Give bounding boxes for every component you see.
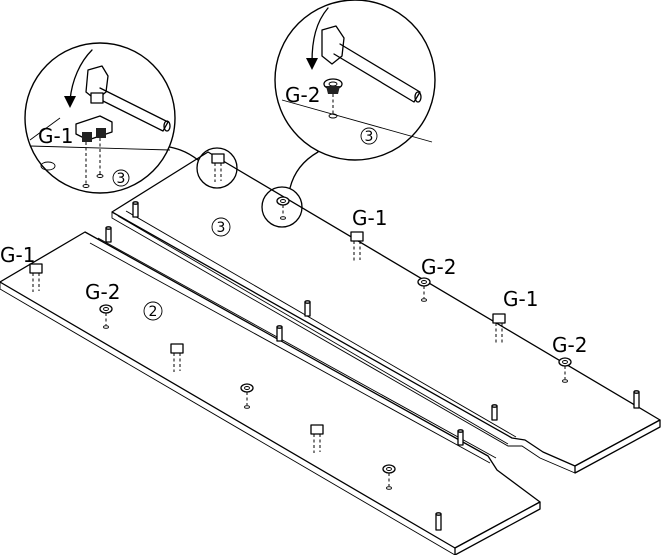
g2-cap [382,464,396,490]
callout-g2-detail [274,0,436,161]
callout-leader-right [289,151,319,189]
label-g2: G-2 [85,280,120,304]
dowel [304,300,311,317]
g2-cap [417,277,431,302]
step-circle-3 [211,217,231,237]
label-g2-callout: G-2 [285,83,320,107]
g2-caps [99,196,572,490]
g1-clip [350,231,364,262]
label-g1: G-1 [503,287,538,311]
g2-cap [240,383,254,409]
callout-g1-detail [24,42,176,194]
step-circle-2 [143,301,163,321]
g2-cap [558,357,572,383]
highlight-circle-g1 [196,147,238,189]
label-g2: G-2 [552,333,587,357]
dowel [276,325,283,342]
dowel [457,429,464,446]
highlight-circle-g2 [261,186,303,228]
g1-clip [29,263,43,292]
g2-cap [99,304,113,329]
dowels [105,201,640,531]
callout-step-number-3-left: 3 [117,171,126,187]
g1-clip [170,343,184,372]
board-front [0,231,541,556]
g2-cap [276,196,290,220]
g1-clip [310,424,324,453]
step-number-2: 2 [149,304,158,320]
label-g1: G-1 [352,206,387,230]
g1-clips [29,153,506,453]
g1-clip [211,153,225,182]
dowel [435,512,442,531]
dowel [491,404,498,421]
dowel [633,390,640,409]
label-g1-callout: G-1 [38,124,73,148]
callout-step-number-3-right: 3 [365,129,374,145]
dowel [105,226,112,243]
dowel [132,201,139,218]
label-g1: G-1 [0,243,35,267]
g1-clip [492,313,506,345]
step-number-3: 3 [217,220,226,236]
callout-leader-left [164,145,199,161]
label-g2: G-2 [421,255,456,279]
